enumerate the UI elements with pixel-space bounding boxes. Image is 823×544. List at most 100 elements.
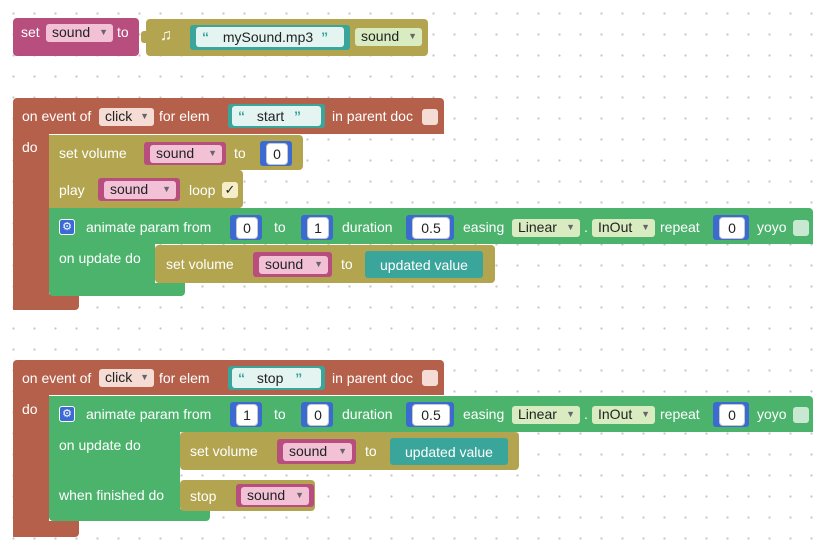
open-quote-icon: “ <box>238 108 245 124</box>
chevron-down-icon: ▼ <box>641 409 650 419</box>
repeat-label: repeat <box>660 406 700 422</box>
chevron-down-icon: ▼ <box>314 259 323 269</box>
in-parent-doc-label: in parent doc <box>332 370 413 386</box>
to-number-field[interactable]: 0 <box>307 404 329 426</box>
connector-plug <box>141 31 147 43</box>
to-label: to <box>365 443 377 459</box>
in-parent-doc-checkbox[interactable] <box>422 370 438 386</box>
duration-number-field[interactable]: 0.5 <box>412 404 450 426</box>
to-label: to <box>274 219 286 235</box>
when-finished-do-label: when finished do <box>59 487 165 503</box>
do-label: do <box>22 401 38 417</box>
to-label: to <box>117 24 129 40</box>
chevron-down-icon: ▼ <box>566 409 575 419</box>
repeat-number-field[interactable]: 0 <box>719 217 745 239</box>
animate-param-foot <box>49 283 185 296</box>
on-event-of-label: on event of <box>22 370 92 386</box>
animate-param-side <box>49 244 155 286</box>
in-parent-doc-checkbox[interactable] <box>422 109 438 125</box>
event-block-start-side <box>13 134 49 310</box>
yoyo-checkbox[interactable] <box>793 407 809 423</box>
to-label: to <box>274 406 286 422</box>
gear-icon[interactable]: ⚙ <box>59 219 75 235</box>
dot-label: . <box>584 219 588 235</box>
gear-icon[interactable]: ⚙ <box>59 406 75 422</box>
chevron-down-icon: ▼ <box>162 184 171 194</box>
on-update-do-label: on update do <box>59 437 141 453</box>
duration-label: duration <box>342 406 393 422</box>
chevron-down-icon: ▼ <box>338 446 347 456</box>
event-type-dropdown[interactable]: click▼ <box>99 369 154 387</box>
to-number-field[interactable]: 1 <box>307 217 329 239</box>
duration-label: duration <box>342 219 393 235</box>
variable-dropdown[interactable]: sound▼ <box>283 443 352 461</box>
repeat-number-field[interactable]: 0 <box>719 404 745 426</box>
on-update-do-label: on update do <box>59 250 141 266</box>
stop-label: stop <box>190 488 217 504</box>
loop-checkbox[interactable]: ✓ <box>222 182 238 198</box>
updated-value-block[interactable] <box>390 438 508 465</box>
for-elem-label: for elem <box>159 108 210 124</box>
event-block-stop-foot <box>13 521 79 537</box>
dot-label: . <box>584 406 588 422</box>
easing-dropdown[interactable]: Linear▼ <box>512 406 580 424</box>
set-volume-label: set volume <box>190 443 258 459</box>
yoyo-label: yoyo <box>757 219 787 235</box>
inout-dropdown[interactable]: InOut▼ <box>592 219 655 237</box>
volume-number-field[interactable]: 0 <box>266 143 288 165</box>
loop-label: loop <box>189 182 216 198</box>
updated-value-label: updated value <box>380 257 468 273</box>
animate-param-label: animate param from <box>86 219 212 235</box>
set-volume-label: set volume <box>166 256 234 272</box>
set-volume-label: set volume <box>59 145 127 161</box>
chevron-down-icon: ▼ <box>566 222 575 232</box>
chevron-down-icon: ▼ <box>99 27 108 37</box>
event-block-stop-side <box>13 395 49 537</box>
close-quote-icon: ” <box>295 370 303 386</box>
music-note-icon: ♫ <box>160 27 172 44</box>
updated-value-label: updated value <box>405 444 493 460</box>
close-quote-icon: ” <box>321 29 329 45</box>
to-label: to <box>234 145 246 161</box>
animate-param-label: animate param from <box>86 406 212 422</box>
animate-param-foot <box>49 509 210 521</box>
easing-label: easing <box>463 406 505 422</box>
animate-param-side <box>49 432 180 512</box>
close-quote-icon: ” <box>294 108 302 124</box>
duration-number-field[interactable]: 0.5 <box>412 217 450 239</box>
easing-label: easing <box>463 219 505 235</box>
do-label: do <box>22 139 38 155</box>
inout-dropdown[interactable]: InOut▼ <box>592 406 655 424</box>
chevron-down-icon: ▼ <box>295 490 304 500</box>
sound-type-dropdown[interactable]: sound▼ <box>355 28 422 46</box>
updated-value-block[interactable] <box>365 251 483 278</box>
chevron-down-icon: ▼ <box>408 31 417 41</box>
variable-dropdown[interactable]: sound▼ <box>241 487 309 505</box>
yoyo-checkbox[interactable] <box>793 220 809 236</box>
for-elem-label: for elem <box>159 370 210 386</box>
variable-dropdown[interactable]: sound▼ <box>259 256 328 274</box>
from-number-field[interactable]: 0 <box>236 217 258 239</box>
elem-string-field[interactable]: “ start ” <box>232 106 321 126</box>
to-label: to <box>341 256 353 272</box>
set-label: set <box>21 24 40 40</box>
event-block-start-foot <box>13 294 79 310</box>
chevron-down-icon: ▼ <box>140 111 149 121</box>
open-quote-icon: “ <box>202 29 209 45</box>
event-type-dropdown[interactable]: click▼ <box>99 108 154 126</box>
yoyo-label: yoyo <box>757 406 787 422</box>
repeat-label: repeat <box>660 219 700 235</box>
from-number-field[interactable]: 1 <box>236 404 258 426</box>
chevron-down-icon: ▼ <box>140 372 149 382</box>
variable-dropdown[interactable]: sound▼ <box>46 24 113 42</box>
open-quote-icon: “ <box>238 370 245 386</box>
filename-field[interactable]: “ mySound.mp3 ” <box>196 27 344 47</box>
variable-dropdown[interactable]: sound▼ <box>104 181 176 199</box>
chevron-down-icon: ▼ <box>641 222 650 232</box>
chevron-down-icon: ▼ <box>208 148 217 158</box>
elem-string-field[interactable]: “ stop ” <box>232 368 321 388</box>
in-parent-doc-label: in parent doc <box>332 108 413 124</box>
variable-dropdown[interactable]: sound▼ <box>150 145 222 163</box>
play-label: play <box>59 182 85 198</box>
easing-dropdown[interactable]: Linear▼ <box>512 219 580 237</box>
